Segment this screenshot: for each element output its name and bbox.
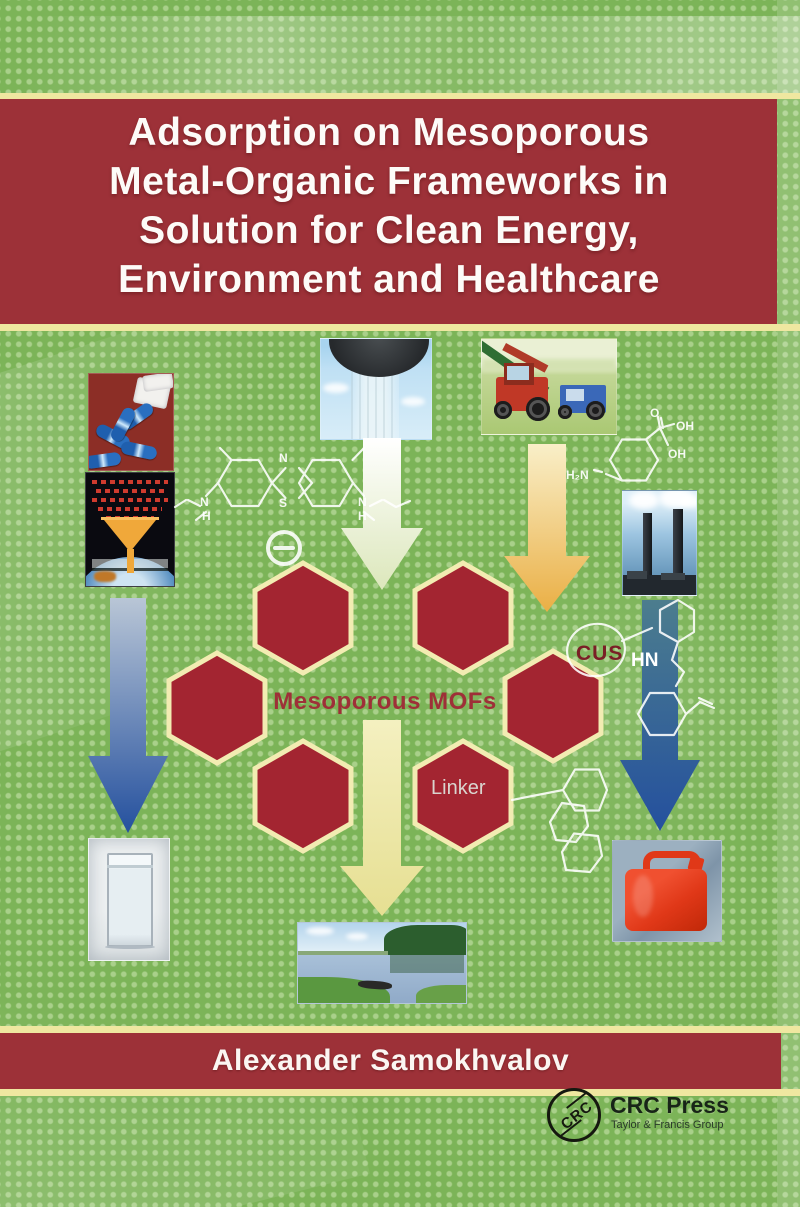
water-level: [107, 865, 153, 868]
title-banner-top-rule: [0, 93, 800, 99]
hexagon: [252, 738, 354, 854]
can-highlight: [633, 875, 653, 917]
chimney: [643, 513, 652, 577]
wheel: [558, 405, 572, 419]
wheel: [494, 401, 512, 419]
amine-n-label: N: [200, 495, 209, 509]
water-pipe-photo: [320, 338, 432, 440]
arrow-down-far-right-blue: [620, 600, 700, 831]
hexagon: [252, 560, 354, 676]
author-banner-top-rule: [0, 1026, 800, 1033]
ring-sulfur-label: S: [279, 496, 288, 510]
fluorene-structure: [510, 768, 609, 874]
title-line-1: Adsorption on Mesoporous: [128, 111, 650, 154]
water-stream: [351, 369, 399, 439]
water-streaks: [351, 369, 399, 439]
tractors-photo: [481, 338, 617, 435]
oxygen-label: O: [650, 406, 660, 420]
cus-site-structure: [566, 598, 696, 688]
cloud: [306, 927, 334, 935]
jerry-can: [625, 869, 707, 931]
wheel: [526, 397, 550, 421]
drinking-glass: [107, 853, 153, 947]
data-funnel-photo: [85, 472, 175, 587]
amine-h-label: H: [202, 509, 211, 523]
factory-base: [623, 575, 696, 595]
chimney: [673, 509, 683, 577]
crc-press-logo: CRC: [547, 1088, 601, 1142]
cloud: [401, 397, 425, 406]
book-title: Adsorption on Mesoporous Metal-Organic F…: [38, 108, 740, 304]
hydroxyl-label: OH: [668, 447, 686, 461]
crc-monogram: CRC: [557, 1097, 597, 1134]
arrow-down-bottom-pale: [340, 720, 424, 916]
amino-group-label: H₂N: [566, 468, 589, 482]
factory-building: [661, 573, 685, 580]
lake-photo: [297, 922, 467, 1004]
negative-charge-icon: [266, 530, 302, 566]
title-banner: [0, 99, 777, 324]
cloud: [323, 383, 349, 393]
hexagon: [412, 738, 514, 854]
dye-molecule-structure: [173, 446, 412, 522]
mesoporous-mofs-label: Mesoporous MOFs: [273, 688, 497, 715]
hexagon: [166, 650, 268, 766]
city-lights: [94, 571, 116, 582]
data-row: [96, 489, 164, 493]
author-banner-bottom-rule: [0, 1089, 800, 1096]
amino-acid-structure: [592, 415, 676, 482]
amine-h-label: H: [358, 509, 367, 523]
hexagon: [412, 560, 514, 676]
data-row: [98, 507, 162, 511]
amine-n-label: N: [358, 495, 367, 509]
publisher-name: CRC Press: [610, 1092, 729, 1118]
smokestacks-photo: [622, 490, 697, 596]
linker-label: Linker: [431, 777, 486, 799]
red-tractor-window: [507, 366, 529, 380]
pills-photo: [88, 373, 174, 471]
tree-reflection: [390, 955, 464, 973]
smoke-plume: [629, 491, 659, 509]
arrow-down-left-blue: [88, 598, 168, 833]
glass-shadow: [105, 945, 155, 949]
author-banner: [0, 1033, 781, 1089]
smoke-plume: [679, 495, 696, 508]
cus-label: CUS: [576, 642, 624, 665]
hydroxyl-label: OH: [676, 419, 694, 433]
publisher-tagline: Taylor & Francis Group: [611, 1119, 724, 1131]
title-line-2: Metal-Organic Frameworks in: [109, 160, 669, 203]
title-banner-bottom-rule: [0, 324, 800, 331]
far-shore: [298, 951, 388, 955]
grass-bank: [416, 985, 466, 1003]
author-name: Alexander Samokhvalov: [211, 1044, 570, 1077]
title-line-3: Solution for Clean Energy,: [139, 209, 639, 252]
ring-nitrogen-label: N: [279, 451, 288, 465]
publisher-block: CRC CRC Press Taylor & Francis Group: [547, 1088, 777, 1148]
fuel-can-photo: [612, 840, 722, 942]
hexagon: [502, 648, 604, 764]
funnel-stem: [127, 549, 134, 573]
title-line-4: Environment and Healthcare: [118, 258, 660, 301]
data-row: [92, 480, 168, 484]
mof-hexagons: [166, 560, 604, 854]
data-row: [92, 498, 168, 502]
vinyl-benzene-structure: [636, 691, 716, 737]
cloud: [346, 933, 368, 940]
funnel-rim: [101, 517, 159, 520]
blue-tractor-window: [566, 389, 584, 401]
water-glass-photo: [88, 838, 170, 961]
factory-building: [627, 571, 647, 579]
arrow-down-right-gold: [504, 444, 590, 612]
wheel: [586, 401, 605, 420]
funnel-icon: [104, 520, 156, 552]
hn-label: HN: [631, 650, 659, 671]
arrow-down-center-white: [341, 438, 423, 590]
